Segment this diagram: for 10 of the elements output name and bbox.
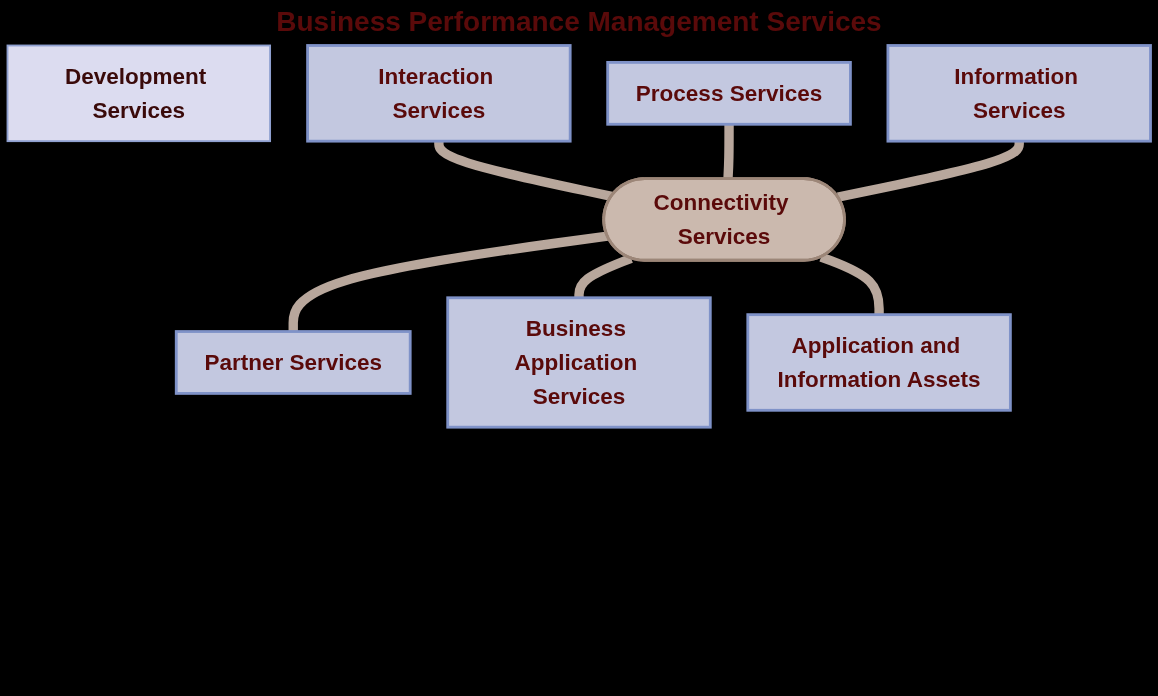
- node-box: Application and Information Assets: [746, 313, 1012, 412]
- connector: [819, 252, 884, 315]
- node-box: Information Services: [886, 44, 1152, 143]
- section-heading: Business Performance Management Services: [276, 6, 882, 38]
- connector: [288, 231, 609, 332]
- node-box: Development Services: [6, 44, 271, 143]
- node-box: Interaction Services: [306, 44, 572, 143]
- node-box: Process Services: [606, 60, 852, 126]
- node-box: Partner Services: [174, 330, 412, 395]
- node-box: Business Application Services: [446, 296, 712, 429]
